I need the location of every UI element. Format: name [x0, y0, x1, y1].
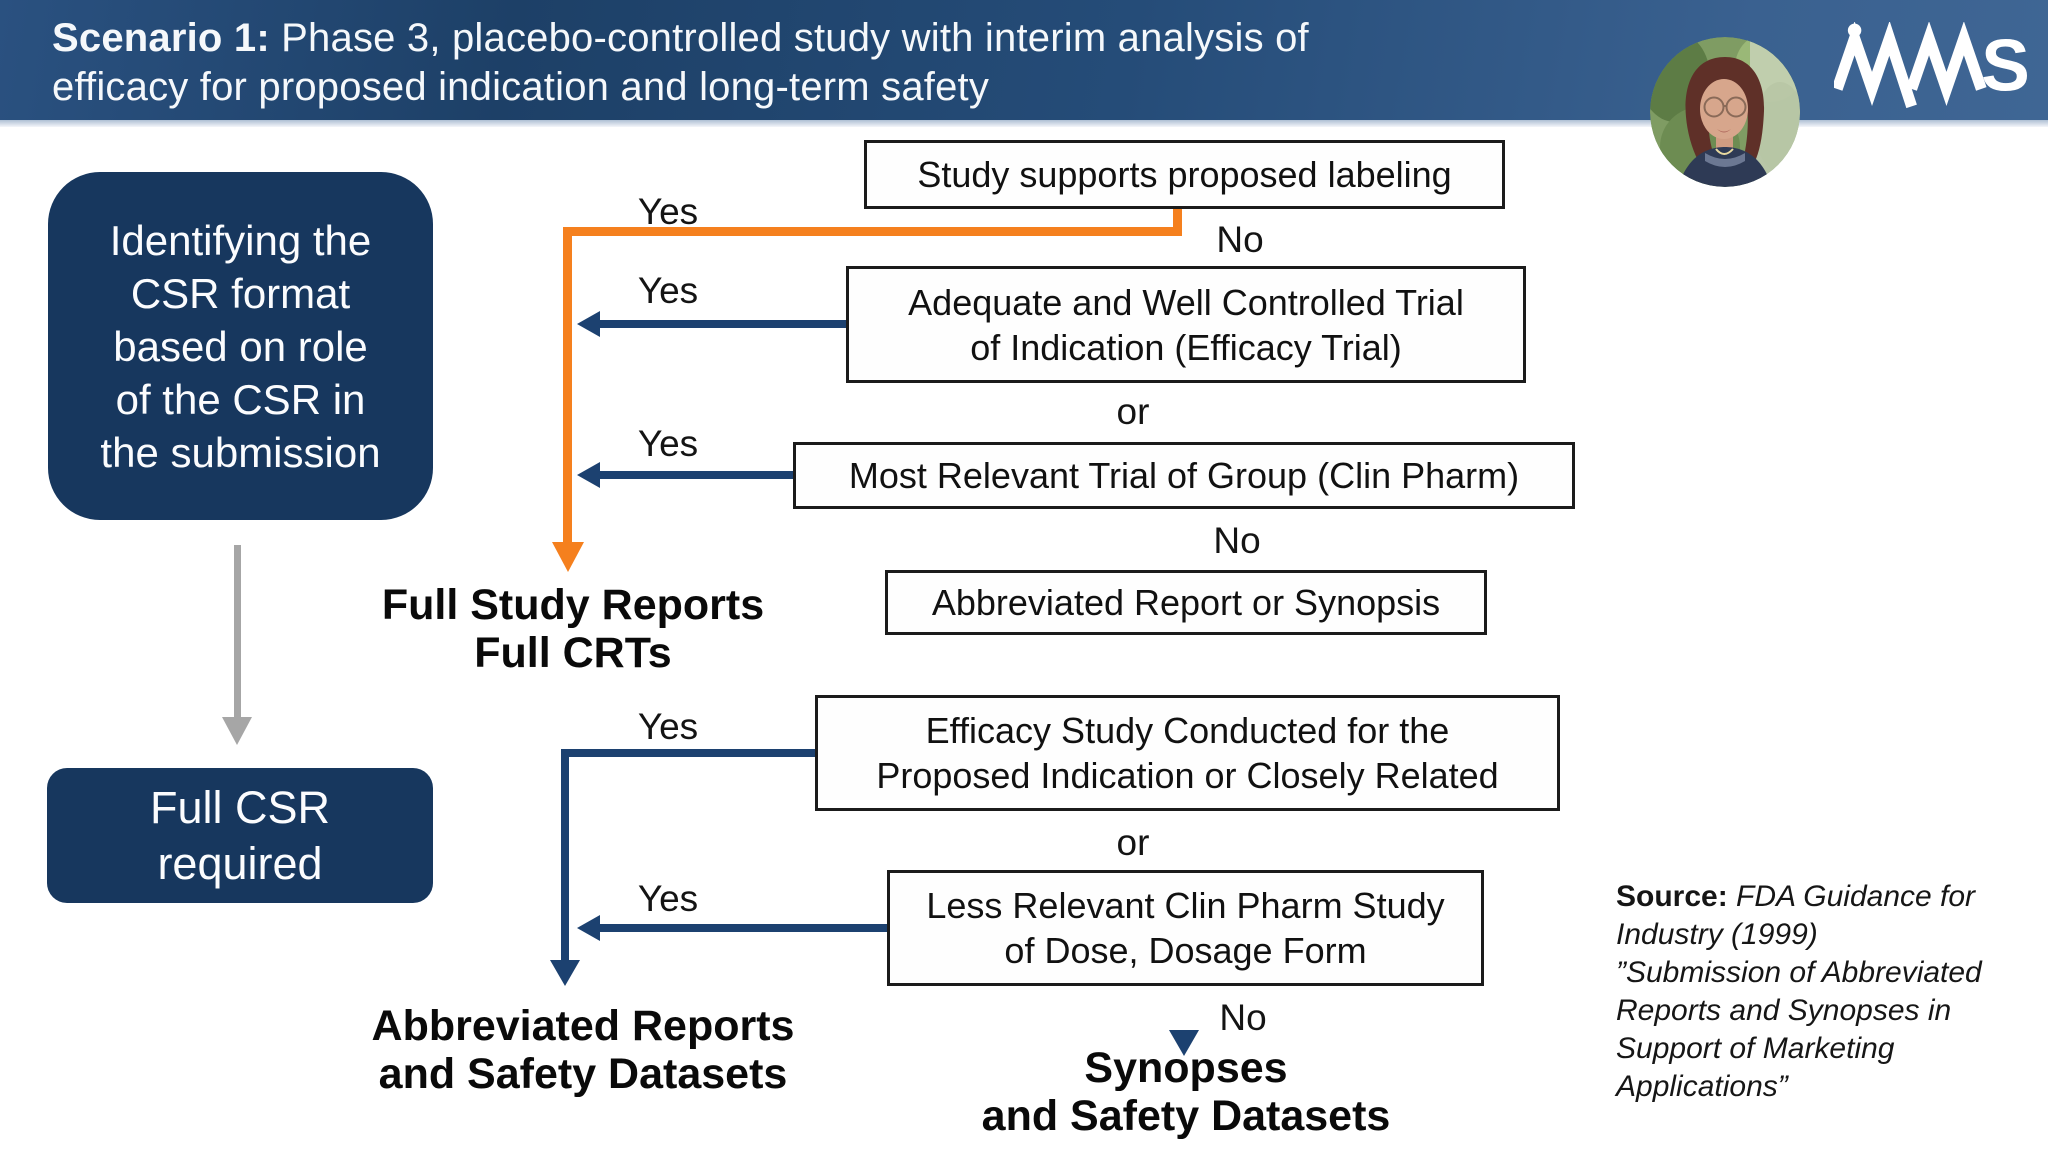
yes-arrowhead-left-icon: [577, 915, 600, 941]
orange-horizontal-line: [563, 227, 1182, 236]
yes-arrowhead-left-icon: [577, 462, 600, 488]
spine-arrowhead-down-icon: [1169, 1030, 1199, 1056]
orange-drop-line: [1173, 205, 1182, 236]
yes-label-5: Yes: [637, 878, 699, 919]
or-label-2: or: [1116, 822, 1150, 863]
flow-box-study-supports-labeling: Study supports proposed labeling: [864, 140, 1505, 209]
mms-logo-icon: S: [1831, 20, 2030, 109]
title-scenario-label: Scenario 1:: [52, 16, 270, 60]
collector-arrowhead-down-icon: [550, 960, 580, 986]
page-title: Scenario 1: Phase 3, placebo-controlled …: [52, 14, 1309, 112]
flow-box-less-relevant-clin-pharm: Less Relevant Clin Pharm Study of Dose, …: [887, 870, 1484, 986]
yes-label-3: Yes: [637, 423, 699, 464]
flow-box-efficacy-study-conducted: Efficacy Study Conducted for the Propose…: [815, 695, 1560, 811]
yes-arrow-line-efficacy-trial: [599, 320, 846, 328]
csr-format-intro-box: Identifying the CSR format based on role…: [48, 172, 433, 520]
presenter-avatar: [1650, 37, 1800, 187]
yes-label-2: Yes: [637, 270, 699, 311]
yes-label-1: Yes: [637, 191, 699, 232]
yes-collector-vertical-line: [561, 749, 569, 960]
full-csr-required-box: Full CSR required: [47, 768, 433, 903]
flow-box-adequate-well-controlled: Adequate and Well Controlled Trial of In…: [846, 266, 1526, 383]
presenter-photo-illustration: [1650, 37, 1800, 187]
flow-box-abbreviated-report-or-synopsis: Abbreviated Report or Synopsis: [885, 570, 1487, 635]
yes-arrow-line-clin-pharm: [599, 471, 793, 479]
or-label-1: or: [1116, 391, 1150, 432]
yes-label-4: Yes: [637, 706, 699, 747]
orange-arrowhead-down-icon: [552, 542, 584, 572]
result-synopses: Synopses and Safety Datasets: [981, 1044, 1391, 1140]
yes-arrow-line-efficacy-study: [561, 749, 815, 757]
mms-logo: S: [1831, 20, 2032, 110]
svg-text:S: S: [1981, 26, 2030, 107]
orange-vertical-line: [563, 227, 572, 542]
flow-box-most-relevant-trial: Most Relevant Trial of Group (Clin Pharm…: [793, 442, 1575, 509]
header-bottom-strip: [0, 120, 2048, 127]
gray-arrowhead-down-icon: [222, 717, 252, 745]
title-line-1: Scenario 1: Phase 3, placebo-controlled …: [52, 16, 1309, 60]
gray-connector-line: [234, 545, 241, 717]
result-abbreviated-reports: Abbreviated Reports and Safety Datasets: [371, 1002, 795, 1098]
no-label-3: No: [1219, 997, 1267, 1038]
yes-arrowhead-left-icon: [577, 311, 600, 337]
no-label-1: No: [1216, 219, 1264, 260]
no-label-2: No: [1213, 520, 1261, 561]
title-line-2: efficacy for proposed indication and lon…: [52, 65, 990, 109]
result-full-study-reports: Full Study Reports Full CRTs: [381, 581, 765, 677]
source-line-1: Source: FDA Guidance for: [1616, 880, 1976, 913]
source-citation: Source: FDA Guidance for Industry (1999)…: [1616, 878, 2026, 1106]
yes-arrow-line-less-relevant: [599, 924, 887, 932]
